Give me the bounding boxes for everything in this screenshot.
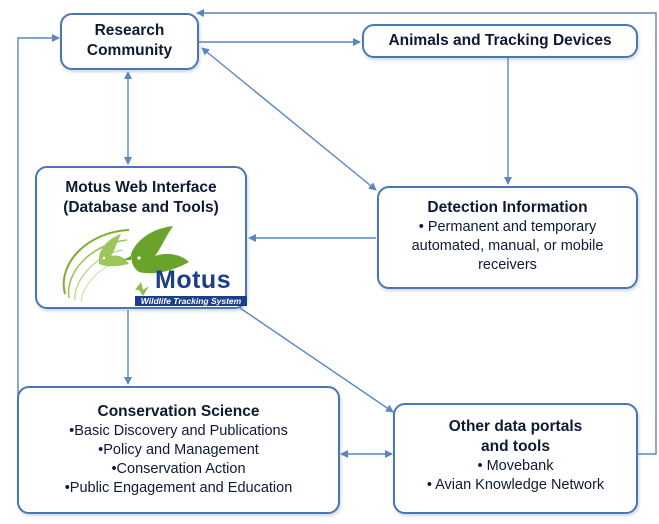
research-title-line2: Community — [86, 42, 173, 59]
arrow-portals-to-research — [196, 9, 657, 455]
portals-line-1: • Movebank — [477, 458, 554, 474]
motus-logo-name: Motus — [155, 266, 232, 294]
arrow-research-detection — [201, 47, 377, 191]
detection-title: Detection Information — [427, 199, 588, 216]
motus-web-interface-box: Motus Web Interface (Database and Tools)… — [35, 166, 247, 309]
motus-logo: Motus Wildlife Tracking System — [57, 224, 247, 306]
arrow-motus-to-portals — [239, 307, 394, 413]
motus-logo-tagline: Wildlife Tracking System — [135, 296, 247, 306]
detection-line-3: receivers — [478, 257, 537, 273]
conservation-science-box: Conservation Science •Basic Discovery an… — [17, 386, 340, 514]
conservation-line-4: •Public Engagement and Education — [64, 480, 293, 496]
research-title-line1: Research — [94, 22, 165, 39]
conservation-line-1: •Basic Discovery and Publications — [69, 423, 288, 439]
portals-line-2: • Avian Knowledge Network — [426, 477, 605, 493]
detection-line-1: • Permanent and temporary — [418, 219, 597, 235]
portals-title-line2: and tools — [481, 438, 550, 455]
animals-tracking-box: Animals and Tracking Devices — [362, 24, 638, 58]
other-portals-box: Other data portals and tools • Movebank … — [393, 403, 638, 514]
conservation-line-3: •Conservation Action — [111, 461, 246, 477]
detection-information-box: Detection Information • Permanent and te… — [377, 186, 638, 289]
conservation-line-2: •Policy and Management — [98, 442, 259, 458]
portals-title-line1: Other data portals — [448, 418, 583, 435]
motus-title-line2: (Database and Tools) — [63, 199, 219, 216]
motus-title-line1: Motus Web Interface — [65, 179, 217, 196]
animals-title: Animals and Tracking Devices — [388, 32, 612, 49]
conservation-title: Conservation Science — [97, 403, 260, 420]
arrow-conservation-to-research — [17, 34, 60, 398]
detection-line-2: automated, manual, or mobile — [411, 238, 604, 254]
research-community-box: Research Community — [60, 13, 199, 70]
bird-logo-icon — [62, 226, 189, 303]
